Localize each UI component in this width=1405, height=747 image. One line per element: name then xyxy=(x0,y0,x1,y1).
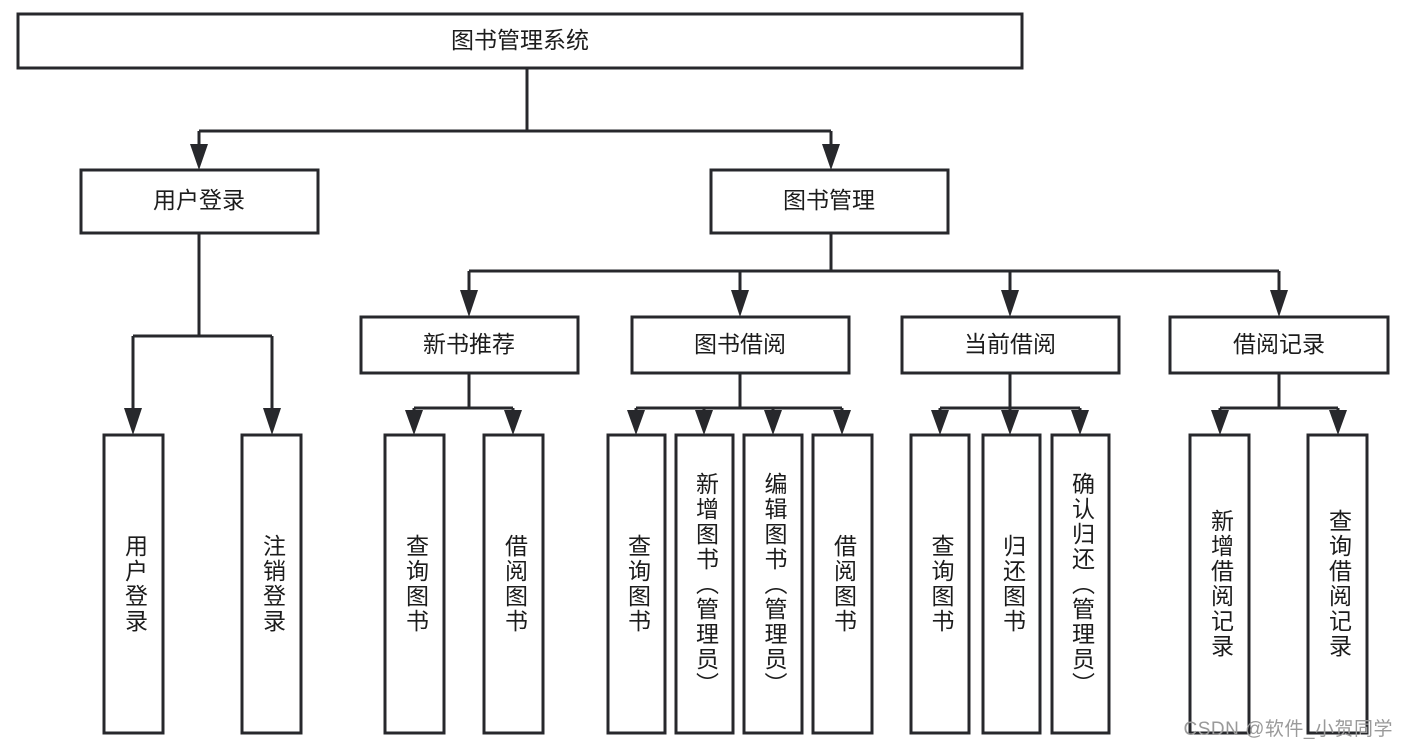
node-user-login-box[interactable] xyxy=(79,168,320,235)
arrow-head-icon xyxy=(504,410,522,435)
arrow-head-icon xyxy=(1071,410,1089,435)
connector-group-root xyxy=(190,68,840,170)
arrow-head-icon xyxy=(1001,290,1019,317)
connector-group-book-management xyxy=(460,233,1288,317)
connector-group-new-book-recommend xyxy=(405,373,522,435)
node-leaf-box[interactable] xyxy=(1050,433,1111,735)
arrow-head-icon xyxy=(124,408,142,435)
node-book-borrow-box[interactable] xyxy=(630,315,851,375)
arrow-head-icon xyxy=(460,290,478,317)
node-current-borrow-label: 当前借阅 xyxy=(964,331,1056,357)
arrow-head-icon xyxy=(190,144,208,170)
arrow-head-icon xyxy=(263,408,281,435)
node-user-login-label: 用户登录 xyxy=(153,187,245,213)
node-new-book-recommend-label: 新书推荐 xyxy=(423,331,515,357)
node-leaf-box[interactable] xyxy=(1188,433,1251,735)
arrow-head-icon xyxy=(627,410,645,435)
node-root[interactable]: 图书管理系统 xyxy=(16,12,1024,70)
arrow-head-icon xyxy=(1001,410,1019,435)
arrow-head-icon xyxy=(1329,410,1347,435)
connector-group-user-login xyxy=(124,233,281,435)
arrow-head-icon xyxy=(405,410,423,435)
node-root-box[interactable] xyxy=(16,12,1024,70)
node-current-borrow[interactable]: 当前借阅 xyxy=(900,315,1121,375)
arrow-head-icon xyxy=(764,410,782,435)
node-leaf-box[interactable] xyxy=(482,433,545,735)
node-leaf-box[interactable] xyxy=(606,433,667,735)
arrow-head-icon xyxy=(695,410,713,435)
node-book-management-box[interactable] xyxy=(709,168,950,235)
watermark-text: CSDN @软件_小贺同学 xyxy=(1183,719,1393,740)
node-leaf-box[interactable] xyxy=(909,433,971,735)
node-user-login[interactable]: 用户登录 xyxy=(79,168,320,235)
node-leaf-box[interactable] xyxy=(240,433,303,735)
connector-group-book-borrow xyxy=(627,373,851,435)
arrow-head-icon xyxy=(931,410,949,435)
node-book-borrow-label: 图书借阅 xyxy=(694,331,786,357)
node-borrow-records[interactable]: 借阅记录 xyxy=(1168,315,1390,375)
node-book-management[interactable]: 图书管理 xyxy=(709,168,950,235)
node-borrow-records-label: 借阅记录 xyxy=(1233,331,1325,357)
node-leaf-box[interactable] xyxy=(674,433,735,735)
node-new-book-recommend[interactable]: 新书推荐 xyxy=(359,315,580,375)
node-root-label: 图书管理系统 xyxy=(451,27,589,53)
arrow-head-icon xyxy=(1270,290,1288,317)
arrow-head-icon xyxy=(822,144,840,170)
node-borrow-records-box[interactable] xyxy=(1168,315,1390,375)
node-leaf-box[interactable] xyxy=(811,433,874,735)
node-book-borrow[interactable]: 图书借阅 xyxy=(630,315,851,375)
node-leaf-box[interactable] xyxy=(981,433,1042,735)
node-new-book-recommend-box[interactable] xyxy=(359,315,580,375)
connector-group-borrow-records xyxy=(1211,373,1347,435)
connector-group-current-borrow xyxy=(931,373,1089,435)
node-leaf-box[interactable] xyxy=(102,433,165,735)
node-book-management-label: 图书管理 xyxy=(783,187,875,213)
node-current-borrow-box[interactable] xyxy=(900,315,1121,375)
arrow-head-icon xyxy=(1211,410,1229,435)
arrow-head-icon xyxy=(833,410,851,435)
node-leaf-box[interactable] xyxy=(383,433,446,735)
node-leaf-box[interactable] xyxy=(742,433,804,735)
node-leaf-box[interactable] xyxy=(1306,433,1369,735)
arrow-head-icon xyxy=(731,290,749,317)
